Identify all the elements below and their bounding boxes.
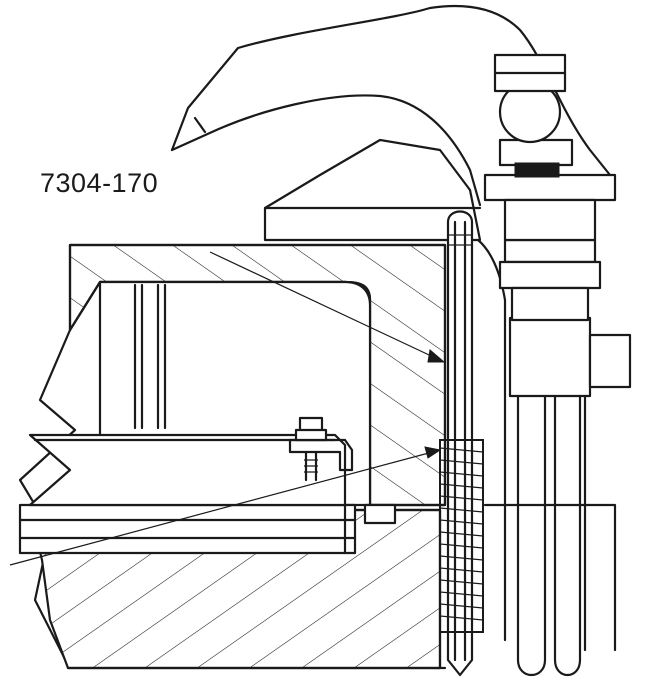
bleeder-valve [483, 53, 617, 322]
upper-housing [263, 138, 482, 242]
disc-and-hub [476, 238, 632, 676]
leader-lines [9, 251, 446, 566]
pad-retaining-clip [288, 416, 354, 482]
figure-code-label: 7304-170 [38, 168, 161, 199]
lower-body-section [18, 433, 442, 670]
coil-spring [439, 439, 484, 633]
